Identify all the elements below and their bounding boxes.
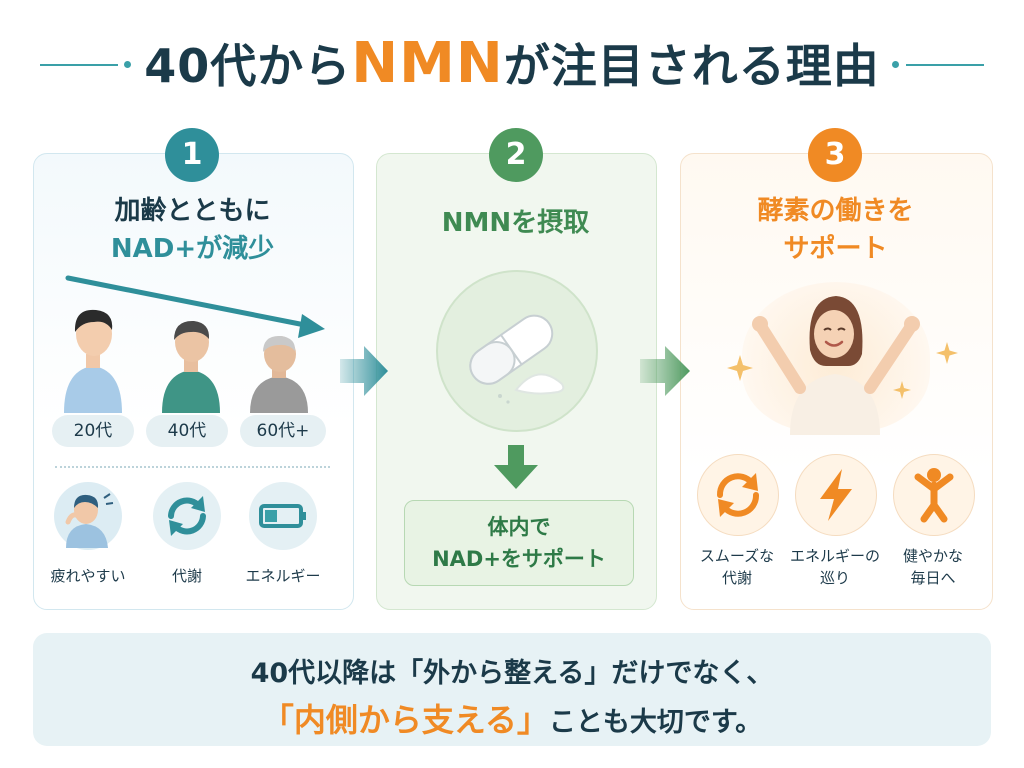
cycle-icon — [168, 496, 206, 536]
lightning-icon — [820, 469, 852, 521]
happy-woman-icon — [752, 296, 920, 435]
sparkle-icon — [893, 381, 911, 399]
capsule-powder-icon — [469, 314, 565, 404]
step3-number-badge: 3 — [808, 128, 862, 182]
nad-support-line2: NAD+をサポート — [432, 547, 606, 571]
benefit-label-healthy-line2: 毎日へ — [910, 569, 956, 587]
nad-support-line1: 体内で — [487, 515, 551, 539]
step1-heading: 加齢とともに NAD+が減少 — [33, 192, 352, 268]
bottom-message-rest: ことも大切です。 — [548, 707, 763, 738]
benefit-label-energy-line1: エネルギーの — [789, 547, 880, 565]
bottom-message-box: 40代以降は「外から整える」だけでなく、 「内側から支える」ことも大切です。 — [33, 633, 991, 746]
tired-person-icon — [65, 493, 114, 548]
benefit-label-energy: エネルギーの 巡り — [782, 545, 888, 589]
arrow-down-icon — [494, 445, 538, 489]
bottom-message-line1: 40代以降は「外から整える」だけでなく、 — [250, 658, 774, 689]
benefit-label-metabolism-line1: スムーズな — [699, 547, 775, 565]
metabolism-icon-circle — [153, 482, 221, 550]
title-deco-line-left — [40, 64, 118, 66]
nad-support-box: 体内で NAD+をサポート — [404, 500, 634, 586]
benefit-label-healthy: 健やかな 毎日へ — [885, 545, 981, 589]
title-deco-dot-left — [124, 61, 131, 68]
step3-heading-line2: サポート — [783, 234, 888, 264]
benefit-label-energy-line2: 巡り — [819, 569, 850, 587]
energy-flow-circle — [795, 454, 877, 536]
symptom-label-energy: エネルギー — [245, 567, 321, 585]
step1-divider — [55, 466, 330, 468]
step2-heading: NMNを摂取 — [441, 208, 590, 238]
title-bar: 40代からNMNが注目される理由 — [0, 24, 1024, 96]
benefit-label-healthy-line1: 健やかな — [902, 547, 963, 565]
step1-number-badge: 1 — [165, 128, 219, 182]
symptom-label-tired: 疲れやすい — [50, 567, 126, 585]
age-pill-40s: 40代 — [146, 415, 228, 447]
capsule-icon-circle — [436, 270, 598, 432]
page-title: 40代からNMNが注目される理由 — [0, 30, 1024, 96]
energy-icon-circle — [249, 482, 317, 550]
person-60s-icon — [250, 335, 308, 413]
age-pill-20s: 20代 — [52, 415, 134, 447]
step3-heading-line1: 酵素の働きを — [757, 196, 914, 226]
benefit-label-metabolism-line2: 代謝 — [721, 569, 752, 587]
arrow-step2-to-3-icon — [640, 346, 690, 396]
title-deco-dot-right — [892, 61, 899, 68]
title-prefix: 40代から — [144, 39, 352, 93]
sparkle-icon — [727, 355, 753, 381]
smooth-metabolism-circle — [697, 454, 779, 536]
decline-arrow-icon — [65, 275, 325, 338]
healthy-days-circle — [893, 454, 975, 536]
person-40s-icon — [162, 320, 220, 413]
refresh-icon — [717, 473, 759, 517]
person-active-icon — [914, 468, 954, 523]
step1-heading-line1: 加齢とともに — [114, 196, 271, 226]
symptom-label-metabolism: 代謝 — [171, 567, 202, 585]
arrow-step1-to-2-icon — [340, 346, 388, 396]
person-20s-icon — [64, 309, 122, 413]
age-pill-60s: 60代+ — [240, 415, 326, 447]
title-deco-line-right — [906, 64, 984, 66]
benefit-label-metabolism: スムーズな 代謝 — [689, 545, 785, 589]
bottom-highlight: 「内側から支える」 — [261, 701, 549, 739]
bottom-message-line2: 「内側から支える」ことも大切です。 — [33, 695, 991, 741]
low-battery-icon — [259, 504, 306, 528]
step3-heading: 酵素の働きを サポート — [680, 192, 991, 268]
tired-icon-circle — [54, 482, 122, 550]
sparkle-icon — [936, 342, 958, 364]
title-accent: NMN — [351, 31, 504, 96]
step2-number-badge: 2 — [489, 128, 543, 182]
step1-heading-line2: NAD+が減少 — [110, 234, 275, 264]
title-suffix: が注目される理由 — [503, 39, 880, 93]
